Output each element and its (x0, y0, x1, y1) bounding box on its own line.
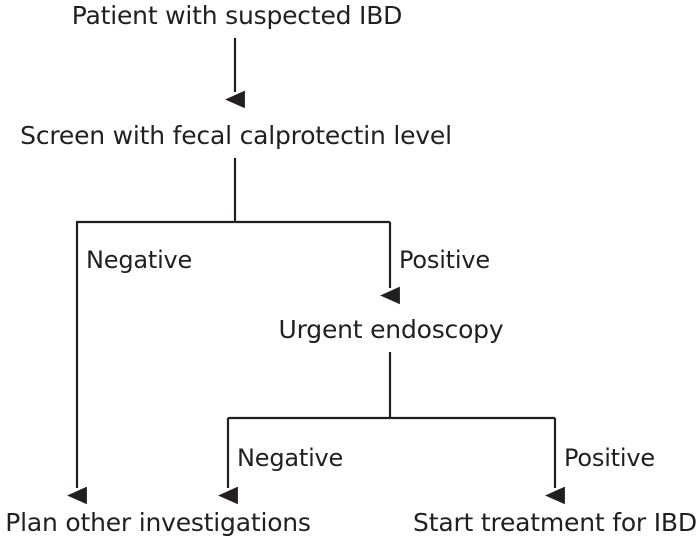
edge-label-screen-positive: Positive (399, 246, 490, 274)
edge-label-screen-negative: Negative (86, 246, 193, 274)
node-start-treatment: Start treatment for IBD (413, 508, 696, 537)
node-screen: Screen with fecal calprotectin level (20, 121, 452, 150)
node-start: Patient with suspected IBD (71, 1, 403, 30)
node-plan-other-investigations: Plan other investigations (5, 508, 311, 537)
edge-label-endoscopy-negative: Negative (237, 444, 344, 472)
node-urgent-endoscopy: Urgent endoscopy (278, 315, 504, 344)
edge-label-endoscopy-positive: Positive (564, 444, 655, 472)
